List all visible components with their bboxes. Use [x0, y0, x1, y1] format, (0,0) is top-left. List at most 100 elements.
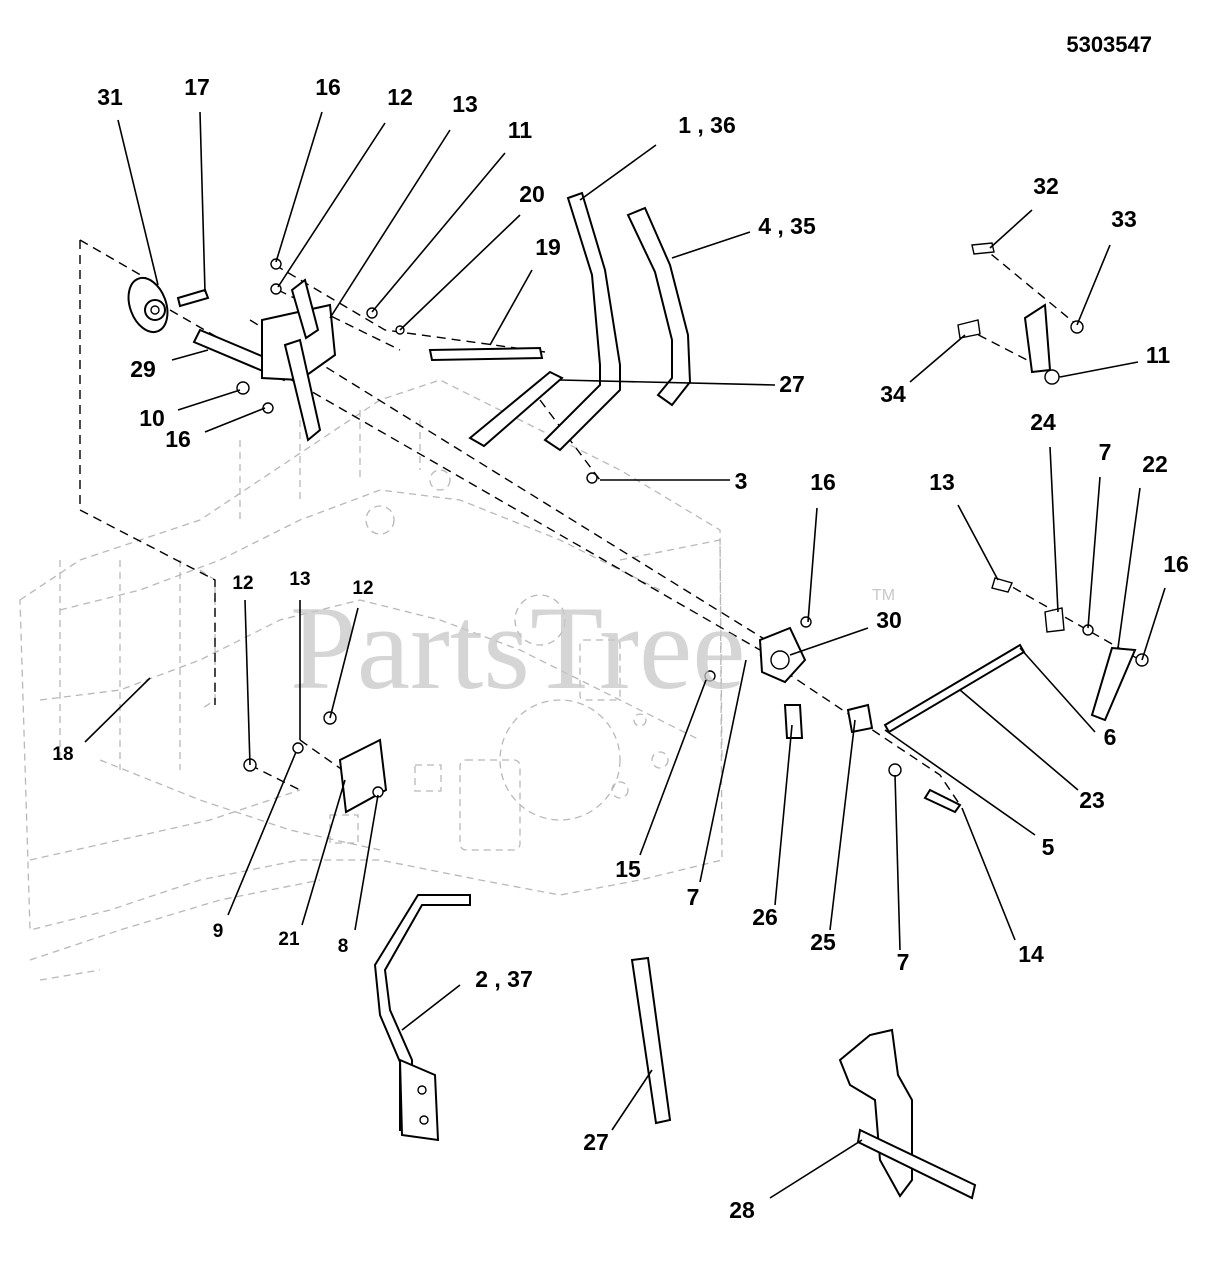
leader-line-30	[789, 627, 869, 656]
callout-31: 31	[97, 84, 123, 110]
watermark: PartsTree TM	[290, 581, 895, 714]
leader-line-25	[829, 719, 856, 931]
handle-2-37	[373, 894, 471, 1142]
callout-6: 6	[1104, 724, 1117, 750]
leader-line-8	[354, 794, 379, 931]
callout-25: 25	[810, 929, 836, 955]
callout-2-37: 2 , 37	[475, 966, 533, 992]
leader-line-27a	[559, 379, 776, 386]
handle-4-35	[626, 206, 692, 407]
plate-21	[243, 711, 388, 814]
callout-16d: 16	[1163, 551, 1189, 577]
callout-16b: 16	[165, 426, 191, 452]
leader-line-22	[1117, 487, 1141, 649]
callout-18: 18	[52, 744, 73, 765]
bearing-flange-31	[127, 276, 169, 334]
leader-line-10	[177, 389, 241, 411]
callout-1-36: 1 , 36	[678, 112, 736, 138]
leader-line-4-35	[671, 231, 751, 259]
callout-34: 34	[880, 381, 906, 407]
callout-26: 26	[752, 904, 778, 930]
leader-line-11a	[371, 152, 506, 313]
bar-27-lower	[630, 956, 672, 1125]
leader-line-2-37	[401, 984, 461, 1031]
leader-line-20	[399, 214, 521, 331]
watermark-text: PartsTree	[290, 581, 746, 714]
leader-line-9	[227, 751, 297, 916]
bracket-32-34	[957, 242, 1084, 385]
callout-23: 23	[1079, 787, 1105, 813]
rod-19	[366, 307, 544, 362]
callout-24: 24	[1030, 409, 1056, 435]
callout-9: 9	[213, 921, 224, 942]
leader-line-33	[1076, 244, 1111, 326]
callout-3: 3	[735, 468, 748, 494]
rod-23	[883, 643, 1026, 734]
callout-20: 20	[519, 181, 545, 207]
callout-33: 33	[1111, 206, 1137, 232]
leader-line-23	[959, 689, 1079, 791]
leader-line-12c	[329, 607, 359, 719]
bar-27-upper	[468, 370, 598, 484]
callout-27a: 27	[779, 371, 805, 397]
callout-17: 17	[184, 74, 210, 100]
leader-line-31	[117, 119, 159, 286]
callout-8: 8	[338, 936, 349, 957]
watermark-tm: TM	[872, 587, 895, 604]
callout-5: 5	[1042, 834, 1055, 860]
bolt-17	[176, 288, 210, 308]
leader-line-6	[1019, 647, 1096, 733]
leader-line-21	[301, 779, 346, 926]
leader-line-16d	[1141, 587, 1166, 661]
leader-line-7c	[699, 659, 747, 883]
callout-7b: 7	[897, 949, 910, 975]
leader-line-16c	[807, 507, 818, 623]
leader-line-15	[639, 679, 707, 856]
callout-13c: 13	[289, 569, 310, 590]
leader-line-14	[961, 807, 1016, 941]
clevis-25	[846, 703, 902, 777]
diagram-number: 5303547	[1066, 32, 1152, 57]
leader-line-16a	[275, 111, 323, 263]
leader-line-11b	[1059, 361, 1139, 378]
pivot-30	[758, 616, 812, 684]
leader-line-17	[199, 111, 206, 293]
leader-line-5	[884, 729, 1036, 836]
callout-13a: 13	[452, 91, 478, 117]
leader-line-32	[989, 209, 1033, 249]
control-bracket	[236, 258, 337, 442]
callout-14: 14	[1018, 941, 1044, 967]
leader-line-29	[171, 349, 209, 361]
callout-12c: 12	[352, 578, 373, 599]
callout-16c: 16	[810, 469, 836, 495]
leader-line-24	[1049, 446, 1059, 613]
callout-19: 19	[535, 234, 561, 260]
bracket-28	[838, 1028, 977, 1200]
leader-line-1-36	[579, 144, 657, 201]
link-22	[991, 577, 1149, 722]
callout-11a: 11	[508, 117, 533, 143]
callout-22: 22	[1142, 451, 1168, 477]
callout-10: 10	[139, 405, 165, 431]
leader-line-34	[909, 334, 966, 383]
leader-line-13b	[957, 504, 999, 581]
callout-4-35: 4 , 35	[758, 213, 816, 239]
leader-line-7a	[1087, 476, 1101, 629]
callout-21: 21	[278, 929, 300, 950]
leader-line-18	[84, 677, 151, 743]
leader-line-12b	[244, 599, 251, 766]
leader-line-27b	[611, 1069, 653, 1131]
spacer-26	[783, 704, 804, 739]
callout-7c: 7	[687, 884, 700, 910]
callout-12b: 12	[232, 573, 253, 594]
leader-line-16b	[204, 407, 266, 433]
callout-7a: 7	[1099, 439, 1112, 465]
pin-14	[704, 670, 962, 814]
leader-line-26	[774, 724, 793, 906]
leader-line-12a	[277, 122, 386, 288]
callout-32: 32	[1033, 173, 1059, 199]
leader-line-19	[489, 269, 533, 346]
callout-16a: 16	[315, 74, 341, 100]
